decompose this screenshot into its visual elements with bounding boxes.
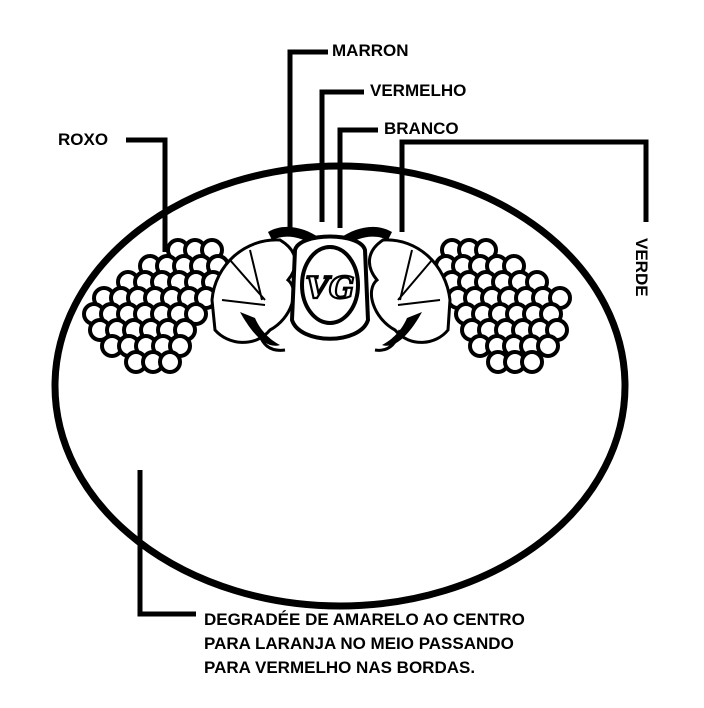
label-branco: BRANCO	[384, 119, 459, 138]
grape	[158, 350, 182, 374]
label-vermelho: VERMELHO	[370, 81, 467, 100]
leader-note	[137, 470, 196, 617]
grape	[520, 350, 544, 374]
label-marron: MARRON	[332, 41, 409, 60]
grape	[184, 302, 208, 326]
grape-cluster-right	[434, 238, 572, 374]
vine-leaf-right	[368, 238, 452, 352]
gradient-note-line-1: DEGRADÉE DE AMARELO AO CENTRO	[204, 610, 525, 629]
leader-verde	[399, 139, 649, 232]
leader-branco	[337, 127, 378, 228]
grape-cluster-left	[82, 238, 230, 374]
label-roxo: ROXO	[58, 130, 109, 149]
label-verde-text: VERDE	[632, 238, 651, 297]
monogram-medallion	[289, 234, 371, 341]
leader-roxo	[126, 137, 168, 252]
leader-vermelho	[319, 89, 364, 222]
vine-leaf-left	[210, 238, 297, 352]
leader-lines	[126, 49, 649, 617]
label-verde: VERDE	[628, 238, 651, 328]
gradient-note-line-3: PARA VERMELHO NAS BORDAS.	[204, 658, 476, 677]
gradient-note-line-2: PARA LARANJA NO MEIO PASSANDO	[204, 634, 514, 653]
grape	[536, 334, 560, 358]
leader-marron	[287, 49, 328, 232]
monogram-text: VG	[306, 271, 355, 306]
gradient-note: DEGRADÉE DE AMARELO AO CENTRO PARA LARAN…	[204, 608, 525, 680]
